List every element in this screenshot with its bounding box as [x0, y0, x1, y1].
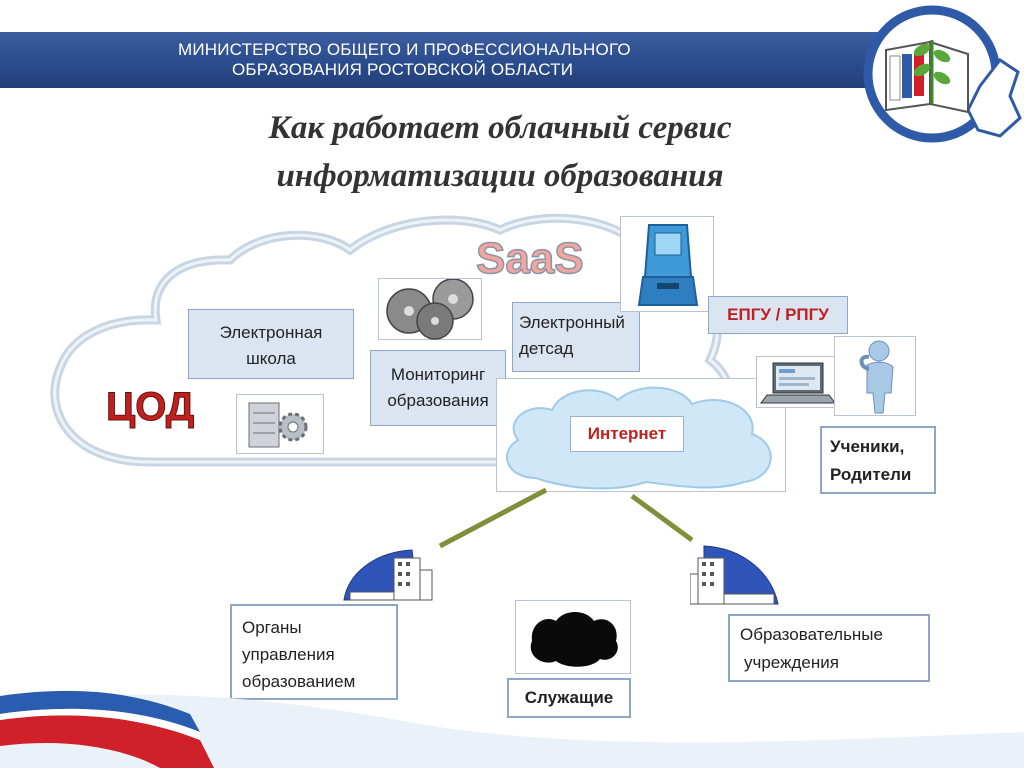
employees-group-icon [530, 612, 618, 667]
authorities-line-3: образованием [242, 672, 356, 691]
kiosk-image [620, 216, 714, 312]
employees-label: Служащие [524, 688, 614, 707]
header-line-2: ОБРАЗОВАНИЯ РОСТОВСКОЙ ОБЛАСТИ [232, 60, 574, 79]
header-ministry-name: МИНИСТЕРСТВО ОБЩЕГО И ПРОФЕССИОНАЛЬНОГО … [178, 40, 778, 80]
flag-ribbon [0, 690, 1024, 768]
employees-box: Служащие [507, 678, 631, 718]
internet-label: Интернет [587, 424, 667, 443]
institutions-line-2: учреждения [744, 653, 839, 672]
monitoring-line-2: образования [387, 391, 489, 410]
electronic-school-box: Электронная школа [188, 309, 354, 379]
education-authorities-box: Органы управления образованием [230, 604, 398, 700]
monitoring-line-1: Мониторинг [390, 365, 486, 384]
connector-left [438, 487, 548, 549]
laptop-icon [760, 362, 836, 404]
page-title: Как работает облачный сервис информатиза… [150, 104, 850, 200]
kindergarten-line-1: Электронный [519, 313, 625, 332]
server-image [236, 394, 324, 454]
terminal-kiosk-icon [637, 224, 699, 306]
title-line-2: информатизации образования [276, 158, 724, 194]
school-line-2: школа [246, 349, 296, 368]
region-map-icon [966, 57, 1022, 138]
education-monitoring-box: Мониторинг образования [370, 350, 506, 426]
building-icon-right [690, 545, 779, 605]
school-line-1: Электронная [219, 323, 323, 342]
cod-label: ЦОД [106, 385, 195, 430]
educational-institutions-box: Образовательные учреждения [728, 614, 930, 682]
internet-label-box: Интернет [570, 416, 684, 452]
connector-right [630, 493, 694, 543]
students-parents-box: Ученики, Родители [820, 426, 936, 494]
ministry-logo [863, 5, 1022, 143]
book-icon [885, 40, 969, 114]
institutions-line-1: Образовательные [740, 625, 883, 644]
students-line-2: Родители [830, 465, 912, 484]
header-bar [0, 32, 880, 88]
thinking-person-icon [859, 340, 894, 414]
title-line-1: Как работает облачный сервис [268, 110, 732, 146]
saas-label: SaaS [475, 233, 584, 282]
authorities-line-2: управления [242, 645, 335, 664]
server-gear-icon [248, 402, 308, 448]
electronic-kindergarten-box: Электронный детсад [512, 302, 640, 372]
person-image [834, 336, 916, 416]
kindergarten-line-2: детсад [519, 339, 574, 358]
saas-text: SaaS [476, 234, 584, 282]
epgu-label: ЕПГУ / РПГУ [727, 305, 829, 324]
header-line-1: МИНИСТЕРСТВО ОБЩЕГО И ПРОФЕССИОНАЛЬНОГО [178, 40, 631, 59]
discs-icon [386, 278, 474, 340]
laptop-image [756, 356, 838, 408]
epgu-rpgu-box: ЕПГУ / РПГУ [708, 296, 848, 334]
sprout-icon [913, 40, 951, 104]
cod-text: ЦОД [106, 385, 194, 429]
authorities-line-1: Органы [242, 618, 302, 637]
building-icon-left [343, 549, 433, 601]
employees-image [515, 600, 631, 674]
discs-image [378, 278, 482, 340]
students-line-1: Ученики, [830, 437, 905, 456]
connector-lines [438, 487, 694, 549]
